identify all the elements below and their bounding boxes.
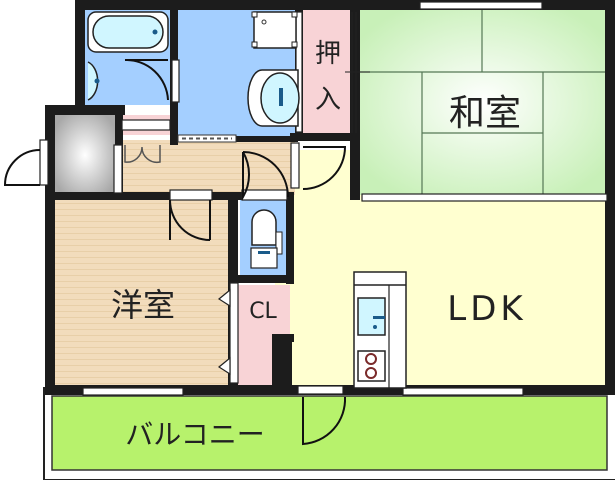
toilet-icon bbox=[250, 209, 283, 269]
washer-icon bbox=[251, 11, 298, 49]
closet-floor bbox=[238, 285, 290, 388]
hallway-floor bbox=[120, 140, 295, 195]
bathtub-icon bbox=[87, 11, 169, 53]
entrance-floor bbox=[55, 115, 115, 195]
kitchen-counter bbox=[353, 271, 407, 389]
windows bbox=[39, 1, 608, 396]
room-label-balcony: バルコニー bbox=[125, 418, 264, 451]
room-label-ldk: LDK bbox=[447, 289, 526, 329]
room-label-closet: CL bbox=[249, 299, 277, 324]
basin-icon bbox=[87, 61, 100, 101]
room-label-washitsu: 和室 bbox=[449, 93, 521, 134]
door-swings bbox=[3, 58, 347, 446]
room-label-oshiire-2: 入 bbox=[315, 85, 341, 115]
room-label-youshitsu: 洋室 bbox=[111, 286, 175, 324]
room-label-oshiire-1: 押 bbox=[315, 39, 341, 69]
youshitsu-floor bbox=[55, 200, 230, 385]
washitsu-floor bbox=[358, 10, 610, 195]
tatami-lines bbox=[360, 10, 610, 195]
cabinet-doors bbox=[124, 145, 161, 164]
closet-doors bbox=[217, 288, 231, 376]
vanity-sink-icon bbox=[247, 69, 300, 127]
towel-rail bbox=[177, 134, 237, 143]
